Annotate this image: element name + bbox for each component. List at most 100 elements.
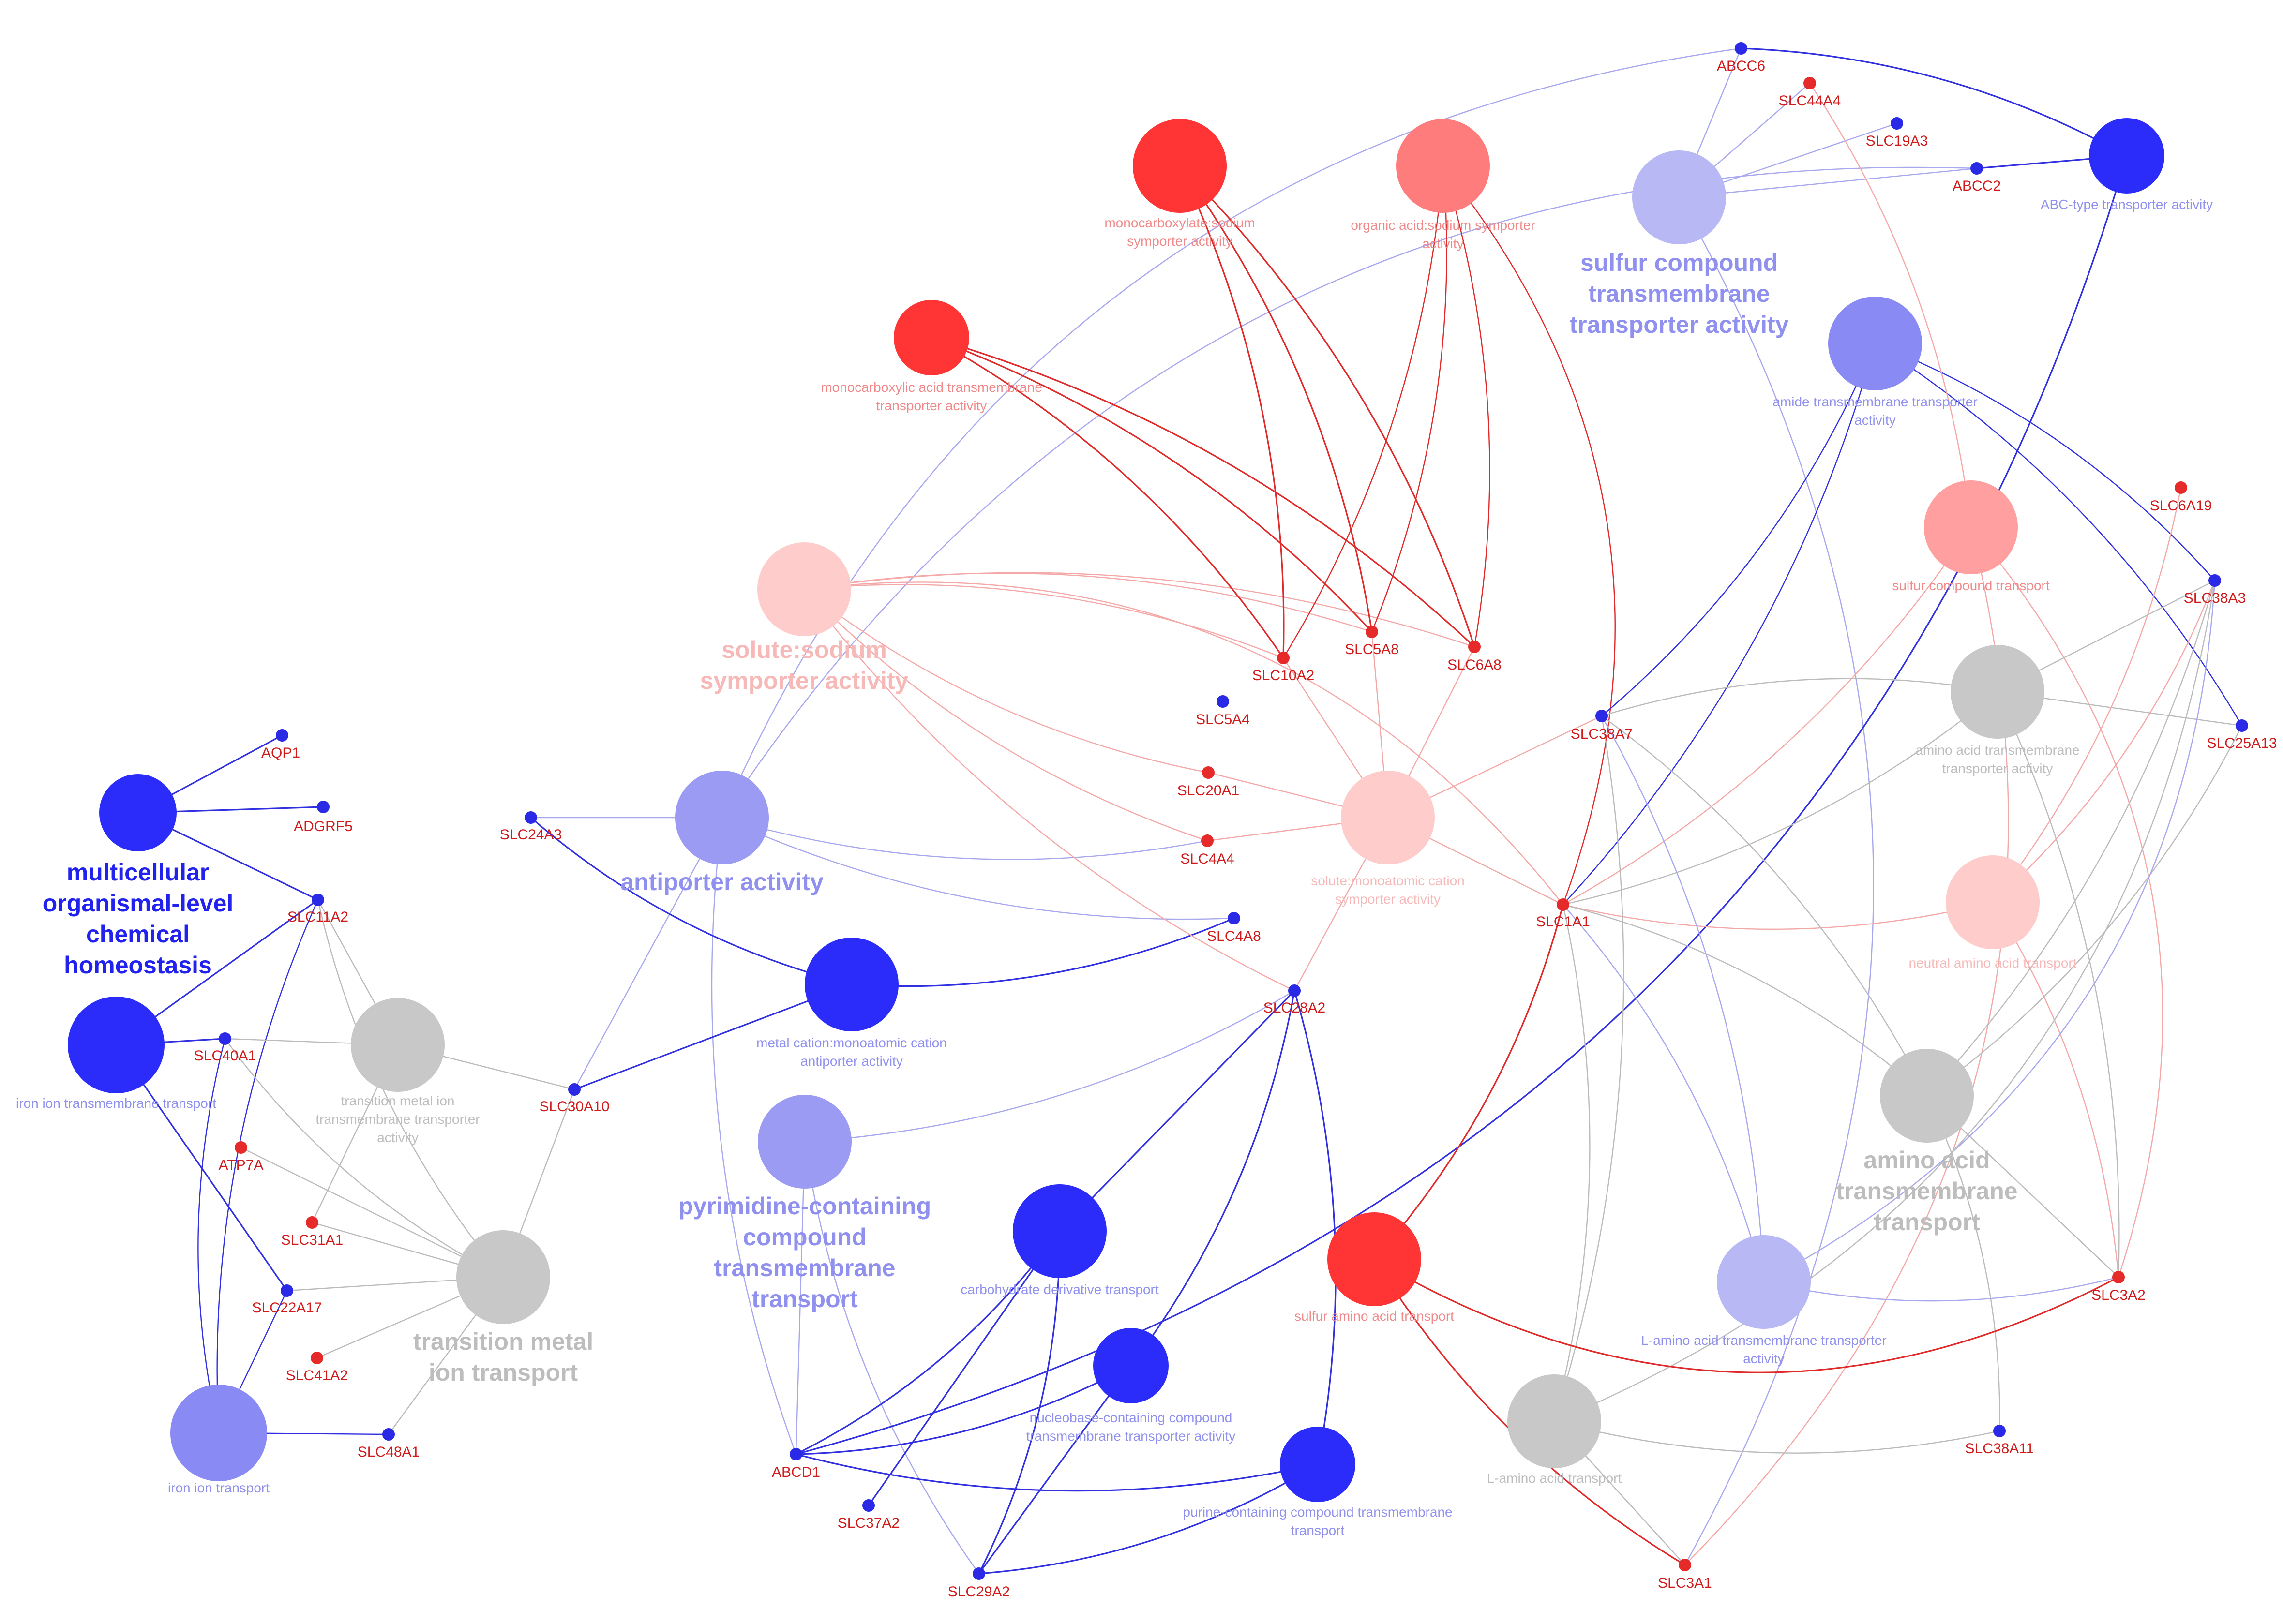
- gene-label-ABCC2: ABCC2: [1953, 178, 2001, 194]
- gene-node-SLC10A2[interactable]: [1277, 652, 1290, 664]
- term-node-t21[interactable]: [1951, 645, 2044, 739]
- gene-node-SLC37A2[interactable]: [862, 1499, 875, 1512]
- term-label-t26: sulfur amino acid transport: [1294, 1309, 1454, 1324]
- gene-label-SLC4A8: SLC4A8: [1207, 928, 1261, 944]
- edge-t10-g15: [1130, 990, 1295, 1366]
- term-node-t2[interactable]: [68, 997, 165, 1093]
- term-node-t1[interactable]: [99, 774, 177, 851]
- term-node-t11[interactable]: [1280, 1427, 1355, 1502]
- gene-node-SLC6A19[interactable]: [2175, 481, 2187, 494]
- gene-node-SLC38A3[interactable]: [2208, 574, 2221, 587]
- edge-t19-g23: [1601, 343, 1876, 716]
- edge-t15-g22: [1442, 165, 1490, 647]
- gene-label-SLC41A2: SLC41A2: [286, 1368, 348, 1384]
- term-node-t18[interactable]: [2089, 118, 2164, 194]
- gene-label-SLC37A2: SLC37A2: [838, 1515, 900, 1531]
- gene-label-SLC38A7: SLC38A7: [1571, 726, 1633, 742]
- term-node-t26[interactable]: [1327, 1212, 1421, 1306]
- gene-node-SLC28A2[interactable]: [1288, 984, 1301, 997]
- gene-node-SLC25A13[interactable]: [2236, 719, 2248, 732]
- gene-node-SLC5A8[interactable]: [1366, 626, 1378, 638]
- gene-nodes-layer: [219, 42, 2248, 1580]
- gene-label-SLC6A19: SLC6A19: [2150, 498, 2212, 514]
- term-node-t23[interactable]: [1880, 1049, 1974, 1143]
- edge-t9-g13: [868, 1231, 1061, 1506]
- gene-node-SLC22A17[interactable]: [281, 1284, 293, 1297]
- term-node-t3[interactable]: [170, 1385, 267, 1481]
- edge-t21-g23: [1601, 678, 1998, 717]
- gene-label-ATP7A: ATP7A: [219, 1157, 264, 1173]
- term-node-t8[interactable]: [758, 1095, 852, 1189]
- gene-node-SLC19A3[interactable]: [1891, 117, 1903, 130]
- term-node-t6[interactable]: [675, 771, 769, 864]
- gene-label-SLC44A4: SLC44A4: [1779, 93, 1841, 109]
- edge-t17-g34: [1678, 197, 1874, 1565]
- gene-node-AQP1[interactable]: [276, 729, 288, 742]
- edge-t10-g14: [978, 1365, 1132, 1574]
- term-node-t4[interactable]: [351, 998, 445, 1092]
- gene-node-SLC48A1[interactable]: [382, 1428, 395, 1441]
- edge-t12-g18: [804, 589, 1209, 774]
- gene-node-SLC4A8[interactable]: [1228, 912, 1240, 924]
- term-label-t3: iron ion transport: [168, 1480, 270, 1495]
- gene-label-SLC30A10: SLC30A10: [539, 1099, 609, 1115]
- gene-node-SLC40A1[interactable]: [219, 1032, 231, 1045]
- gene-node-SLC1A1[interactable]: [1557, 898, 1569, 911]
- term-node-t25[interactable]: [1507, 1374, 1601, 1468]
- term-node-t16[interactable]: [1341, 771, 1435, 864]
- gene-node-SLC29A2[interactable]: [973, 1567, 985, 1580]
- gene-label-AQP1: AQP1: [261, 745, 300, 761]
- edge-t19-g30: [1875, 343, 2215, 581]
- gene-node-SLC5A4[interactable]: [1217, 695, 1229, 708]
- edge-t6-g16: [721, 817, 1234, 920]
- edge-t25-g30: [1554, 580, 2216, 1422]
- gene-node-SLC11A2[interactable]: [312, 894, 324, 906]
- edge-t12-g24: [804, 581, 1563, 905]
- term-node-t13[interactable]: [894, 300, 969, 375]
- edge-t21-g24: [1562, 691, 1998, 906]
- gene-node-SLC31A1[interactable]: [306, 1216, 318, 1229]
- gene-node-ADGRF5[interactable]: [317, 801, 330, 813]
- term-node-t5[interactable]: [456, 1230, 550, 1324]
- edge-t23-g24: [1562, 904, 1927, 1096]
- gene-node-SLC41A2[interactable]: [311, 1352, 323, 1364]
- gene-node-SLC44A4[interactable]: [1803, 77, 1816, 89]
- edge-t6-g28: [721, 166, 1977, 818]
- edge-t22-g32: [1992, 902, 2119, 1278]
- gene-label-SLC5A8: SLC5A8: [1345, 641, 1399, 657]
- term-node-t10[interactable]: [1093, 1328, 1169, 1403]
- term-node-t20[interactable]: [1924, 480, 2018, 574]
- gene-node-ABCC6[interactable]: [1735, 42, 1747, 55]
- gene-node-SLC30A10[interactable]: [568, 1083, 581, 1096]
- term-node-t24[interactable]: [1717, 1235, 1811, 1329]
- edge-t8-g15: [804, 990, 1295, 1143]
- term-node-t9[interactable]: [1013, 1184, 1107, 1278]
- term-node-t19[interactable]: [1828, 297, 1922, 390]
- gene-node-SLC38A11[interactable]: [1993, 1425, 2006, 1437]
- gene-node-SLC4A4[interactable]: [1201, 834, 1214, 847]
- gene-node-SLC3A2[interactable]: [2112, 1271, 2125, 1283]
- gene-node-ATP7A[interactable]: [235, 1141, 247, 1154]
- gene-node-SLC3A1[interactable]: [1679, 1559, 1691, 1571]
- gene-node-SLC6A8[interactable]: [1468, 641, 1481, 653]
- edge-t19-g24: [1562, 343, 1876, 905]
- gene-label-SLC28A2: SLC28A2: [1263, 1000, 1325, 1016]
- edge-t12-g17: [804, 589, 1208, 842]
- gene-node-SLC20A1[interactable]: [1202, 766, 1215, 779]
- gene-label-SLC29A2: SLC29A2: [948, 1584, 1010, 1600]
- gene-node-ABCC2[interactable]: [1970, 162, 1983, 175]
- gene-node-ABCD1[interactable]: [790, 1448, 802, 1460]
- term-node-t14[interactable]: [1133, 119, 1227, 213]
- term-node-t12[interactable]: [757, 542, 851, 636]
- gene-node-SLC24A3[interactable]: [525, 811, 537, 824]
- term-node-t17[interactable]: [1632, 150, 1726, 244]
- term-node-t22[interactable]: [1946, 855, 2040, 949]
- gene-node-SLC38A7[interactable]: [1595, 710, 1608, 722]
- term-node-t15[interactable]: [1396, 119, 1490, 213]
- term-node-t7[interactable]: [805, 938, 899, 1031]
- gene-label-SLC6A8: SLC6A8: [1447, 657, 1502, 673]
- edge-t5-g3: [317, 899, 504, 1278]
